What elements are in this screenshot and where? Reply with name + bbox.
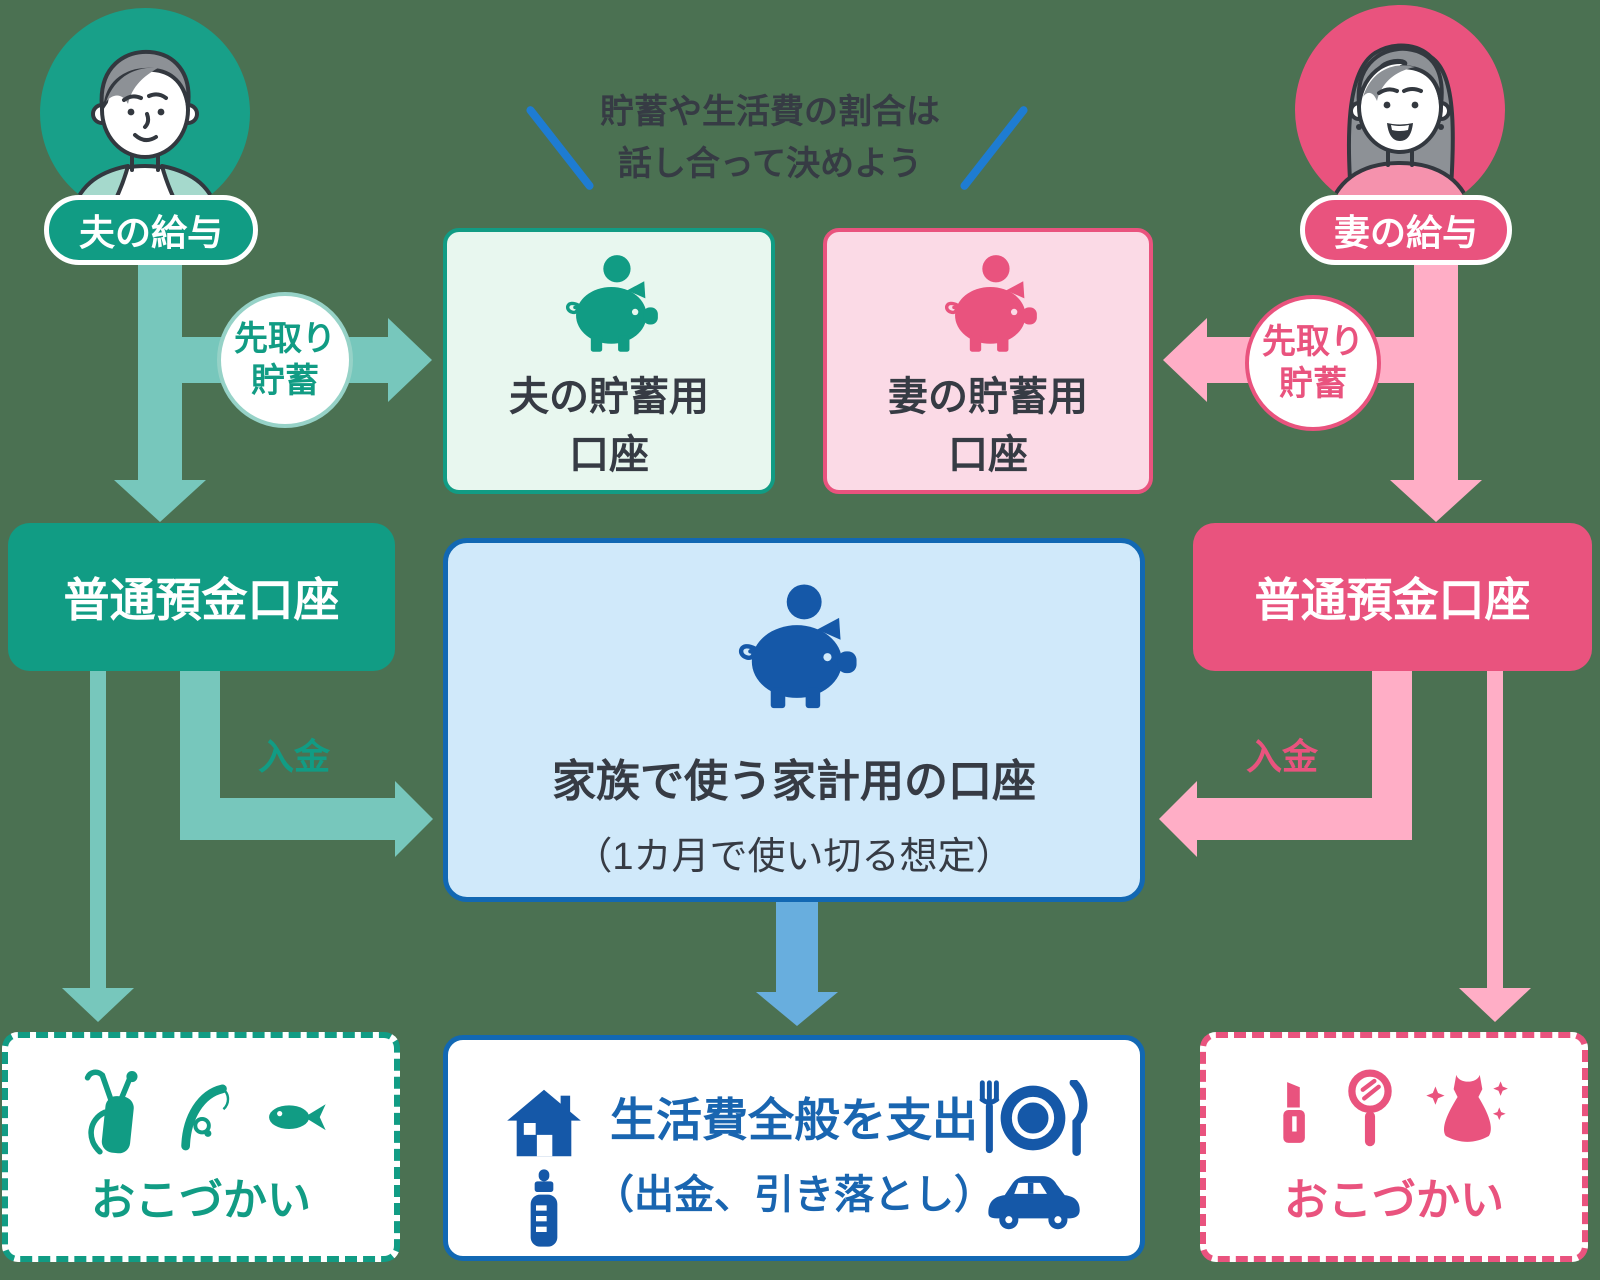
husband-presave-circle: 先取り 貯蓄 <box>217 292 353 428</box>
wife-presave-line1: 先取り <box>1262 323 1364 361</box>
husband-salary-label: 夫の給与 <box>78 212 223 253</box>
fish-icon <box>262 1096 328 1136</box>
husband-checking-label: 普通預金口座 <box>63 574 340 626</box>
piggy-bank-icon <box>549 254 669 354</box>
house-icon <box>506 1088 582 1158</box>
spending-subtitle: （出金、引き落とし） <box>594 1173 994 1217</box>
note-line1: 貯蓄や生活費の割合は <box>600 93 940 131</box>
husband-deposit-label: 入金 <box>258 736 331 777</box>
wife-checking-label: 普通預金口座 <box>1254 574 1531 626</box>
wife-savings-box: 妻の貯蓄用 口座 <box>823 228 1153 494</box>
wife-checking-box: 普通預金口座 <box>1193 523 1592 671</box>
wife-allowance-label: おこづかい <box>1284 1176 1504 1225</box>
baby-bottle-icon <box>524 1168 564 1248</box>
husband-savings-line1: 夫の貯蓄用 <box>509 375 709 419</box>
wife-deposit-label: 入金 <box>1246 736 1319 777</box>
husband-presave-line1: 先取り <box>234 320 336 358</box>
husband-allowance-box: おこづかい <box>2 1032 400 1262</box>
wife-salary-pill: 妻の給与 <box>1300 195 1512 265</box>
family-account-title: 家族で使う家計用の口座 <box>552 757 1036 806</box>
piggy-bank-icon <box>928 254 1048 354</box>
husband-savings-box: 夫の貯蓄用 口座 <box>443 228 775 494</box>
wife-salary-label: 妻の給与 <box>1333 212 1478 253</box>
family-account-subtitle: （1カ月で使い切る想定） <box>574 836 1014 878</box>
car-icon <box>980 1172 1084 1232</box>
husband-presave-line2: 貯蓄 <box>251 362 319 400</box>
hand-mirror-icon <box>1345 1068 1395 1152</box>
husband-allowance-label: おこづかい <box>91 1176 311 1225</box>
wife-avatar <box>1295 5 1505 215</box>
spending-title: 生活費全般を支出 <box>610 1094 978 1146</box>
golf-bag-icon <box>74 1068 148 1164</box>
family-account-box: 家族で使う家計用の口座 （1カ月で使い切る想定） <box>443 538 1145 902</box>
family-spending-box: 生活費全般を支出 （出金、引き落とし） <box>443 1035 1145 1261</box>
lipstick-icon <box>1277 1074 1315 1146</box>
fishing-rod-icon <box>174 1070 236 1162</box>
wife-savings-line2: 口座 <box>948 433 1028 477</box>
note-text: 貯蓄や生活費の割合は 話し合って決めよう <box>520 86 1020 190</box>
husband-checking-box: 普通預金口座 <box>8 523 395 671</box>
wife-presave-line2: 貯蓄 <box>1279 365 1347 403</box>
wife-savings-line1: 妻の貯蓄用 <box>888 375 1088 419</box>
wife-presave-circle: 先取り 貯蓄 <box>1245 295 1381 431</box>
meal-icon <box>978 1080 1088 1156</box>
husband-salary-pill: 夫の給与 <box>44 195 258 265</box>
piggy-bank-icon <box>719 583 869 711</box>
husband-avatar <box>40 8 250 218</box>
wife-allowance-box: おこづかい <box>1200 1032 1588 1262</box>
note-line2: 話し合って決めよう <box>617 145 923 183</box>
husband-savings-line2: 口座 <box>569 433 649 477</box>
dress-icon <box>1425 1069 1511 1151</box>
